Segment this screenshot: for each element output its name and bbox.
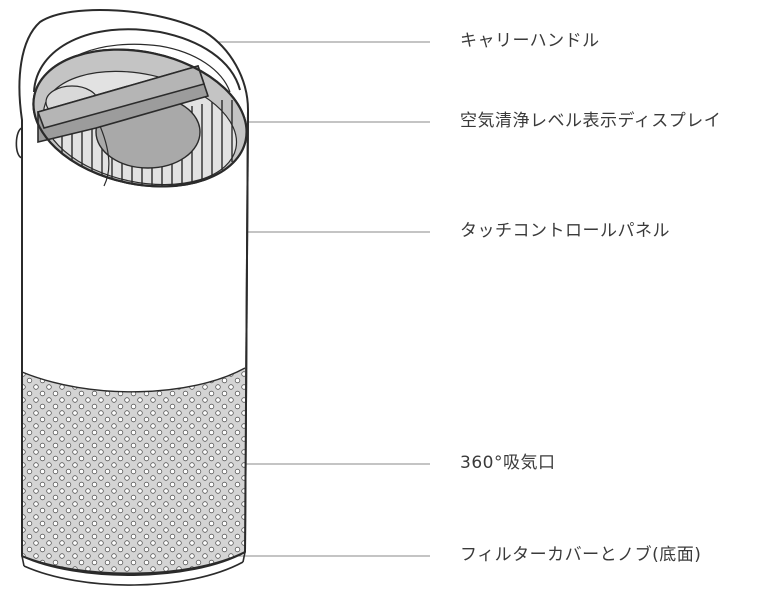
label-air-quality-display: 空気清浄レベル表示ディスプレイ — [460, 111, 722, 131]
label-touch-control-panel: タッチコントロールパネル — [460, 221, 670, 241]
air-intake-mesh — [21, 367, 246, 574]
touch-control-panel — [36, 65, 210, 187]
opening-rim — [32, 48, 248, 188]
label-air-intake-360: 360°吸気口 — [460, 453, 556, 473]
carry-handle — [33, 28, 241, 93]
label-carry-handle: キャリーハンドル — [460, 31, 600, 51]
filter-cover-rim — [21, 551, 246, 586]
label-filter-cover-knob: フィルターカバーとノブ(底面) — [460, 545, 702, 565]
side-button — [15, 127, 23, 159]
